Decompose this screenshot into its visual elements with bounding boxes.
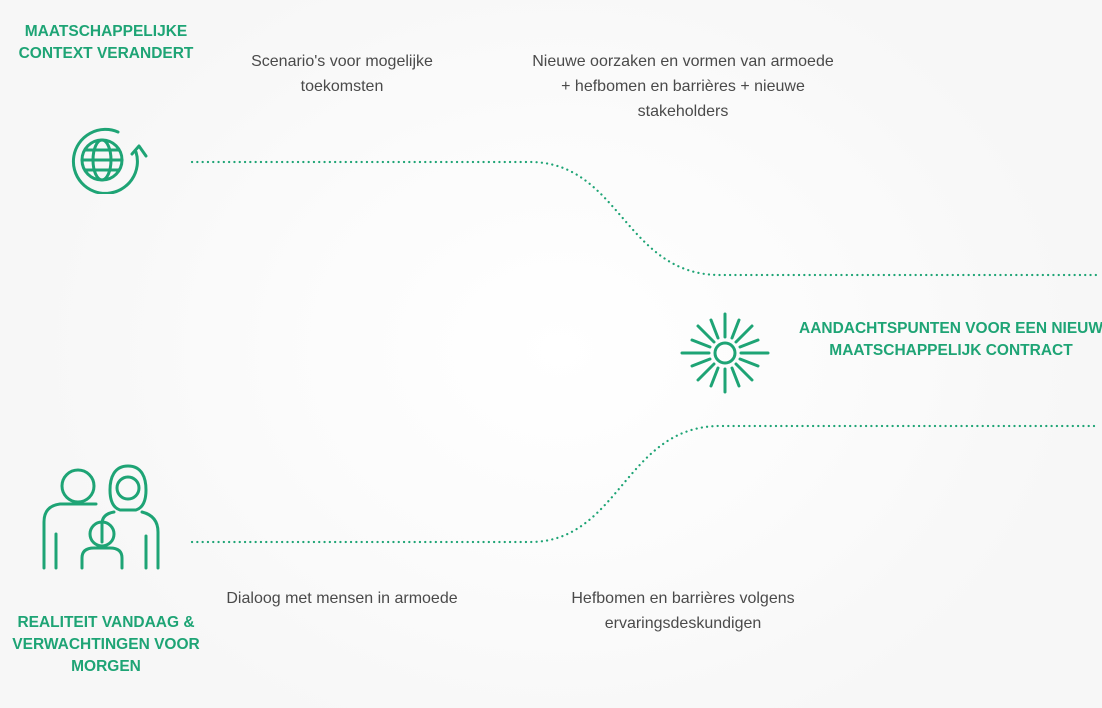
- globe-cycle-icon: [72, 127, 148, 194]
- sunburst-icon: [680, 312, 770, 394]
- heading-outcome: AANDACHTSPUNTEN VOOR EEN NIEUW MAATSCHAP…: [799, 320, 1102, 359]
- note-new-causes: Nieuwe oorzaken en vormen van armoede + …: [532, 53, 834, 120]
- flow-line-bottom: [190, 424, 1098, 544]
- note-dialogue: Dialoog met mensen in armoede: [226, 590, 458, 607]
- heading-context: MAATSCHAPPELIJKE CONTEXT VERANDERT: [18, 23, 194, 62]
- note-levers: Hefbomen en barrières volgens ervaringsd…: [571, 590, 795, 632]
- note-scenarios: Scenario's voor mogelijke toekomsten: [251, 53, 433, 95]
- heading-reality: REALITEIT VANDAAG & VERWACHTINGEN VOOR M…: [12, 614, 200, 675]
- family-icon: [42, 464, 160, 570]
- flow-line-top: [190, 160, 1098, 277]
